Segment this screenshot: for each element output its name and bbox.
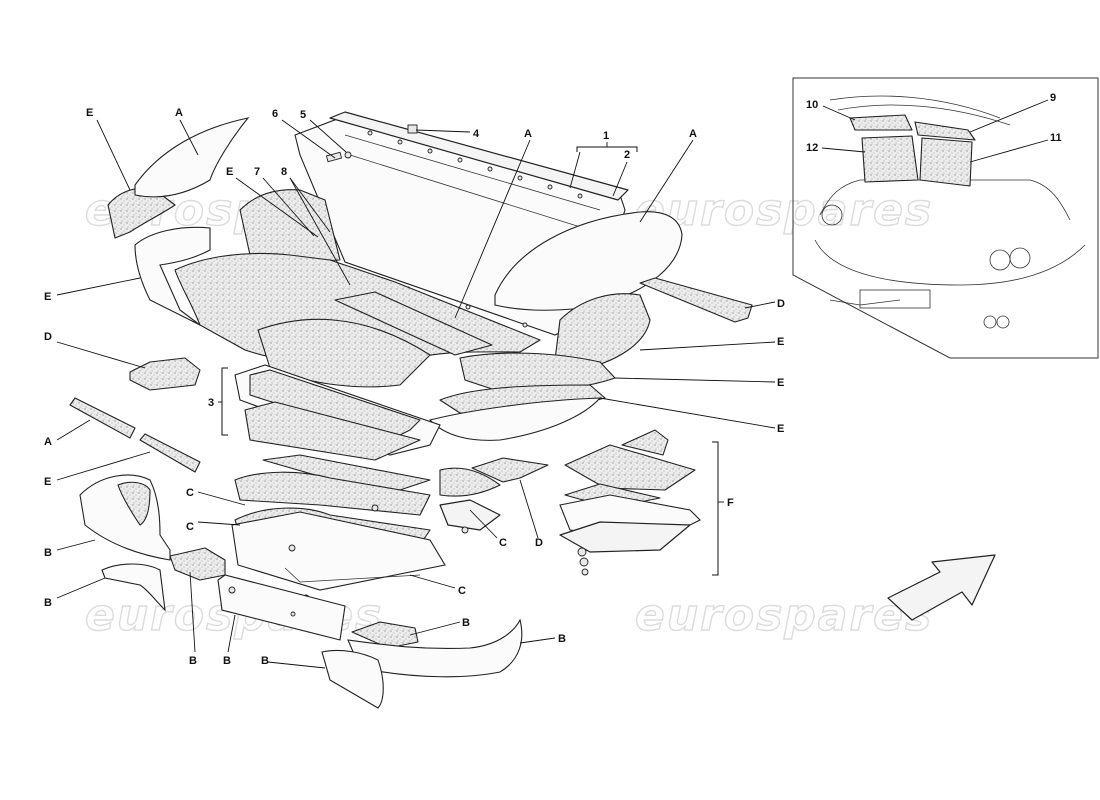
watermark-2: eurospares [635,185,933,236]
fastener [288,544,296,552]
label-B-4: B [223,655,231,667]
label-A-left-strip: A [44,436,52,448]
label-10: 10 [806,99,818,111]
label-B-7: B [558,633,566,645]
felt-strip-right [639,277,753,323]
label-6: 6 [272,108,278,120]
label-E-rear-left: E [86,107,93,119]
label-4: 4 [473,128,480,140]
inset-felt-9 [914,121,976,141]
inset-felt-12 [861,135,919,183]
fastener [461,526,469,534]
b-pad-left [169,547,226,581]
inset-felt-10 [849,114,913,131]
label-B-1: B [44,547,52,559]
centre-stack [231,364,501,602]
label-C-4: C [458,585,466,597]
strip-a-left [69,397,136,439]
label-9: 9 [1050,92,1056,104]
label-1: 1 [603,130,609,142]
label-C-3: C [499,537,507,549]
right-pieces [428,211,753,441]
tray-middle [244,401,421,461]
label-A-center: A [524,128,532,140]
side-trim-right-3 [428,397,602,441]
tray-upper-felt [249,369,421,441]
side-felt-left [107,187,176,239]
grommet [579,557,589,567]
left-tray [134,226,211,326]
label-E-left-tray: E [44,291,51,303]
label-B-3: B [189,655,197,667]
f-group [471,429,701,576]
label-5: 5 [300,109,306,121]
label-11: 11 [1050,132,1062,144]
hole [228,586,236,594]
strip-e-left [139,433,201,473]
rear-panel-top-strip [329,111,629,201]
clip [407,124,418,134]
b-side-right [347,618,523,678]
label-B-6: B [462,617,470,629]
label-E-right-3: E [777,423,784,435]
felt-pad-centre [439,467,501,497]
hole [290,611,296,617]
b-rear-panel [217,574,346,641]
b-bracket-left [101,563,166,612]
callout-labels: E A 6 5 4 A 1 2 A E 7 8 E D D E E E 3 A … [44,92,1062,667]
label-12: 12 [806,142,818,154]
mount-bracket [439,499,501,531]
label-2: 2 [624,149,630,161]
label-E-right-1: E [777,336,784,348]
grommet [577,547,587,557]
felt-d-centre [471,457,549,483]
f-felt-upper [564,444,696,491]
label-D-center: D [535,537,543,549]
label-C-1: C [186,487,194,499]
label-D-left: D [44,331,52,343]
label-F: F [727,497,734,509]
label-7: 7 [254,166,260,178]
b-side-left-felt [117,481,151,526]
label-E-upper-left: E [226,166,233,178]
upper-left-pieces [107,117,341,262]
inset-view [792,77,1099,359]
b-pieces [79,474,523,709]
f-felt-top [621,429,669,456]
label-3: 3 [208,397,214,409]
label-E-right-2: E [777,377,784,389]
felt-d-left [129,357,201,391]
left-strips [69,357,201,473]
inset-frame [792,77,1099,359]
main-floor [134,226,541,388]
base-tray [231,511,446,591]
cushion-upper [234,471,431,516]
b-bracket-right [321,649,384,709]
leader-lines [56,99,1049,669]
direction-arrow-icon [887,554,996,621]
watermark-4: eurospares [635,590,933,641]
label-A-rear-left: A [175,107,183,119]
fastener [371,504,379,512]
side-cover-left [134,117,250,198]
washer [344,151,352,159]
label-B-2: B [44,597,52,609]
label-C-2: C [186,521,194,533]
label-A-right: A [689,128,697,140]
label-D-right: D [777,298,785,310]
panel-holes [367,130,583,328]
label-B-5: B [261,655,269,667]
label-E-left-strip: E [44,476,51,488]
side-cover-right [494,211,683,311]
label-8: 8 [281,166,287,178]
grommet [581,568,589,576]
felt-strip-centre [334,291,493,356]
inset-felt-11 [919,137,973,187]
